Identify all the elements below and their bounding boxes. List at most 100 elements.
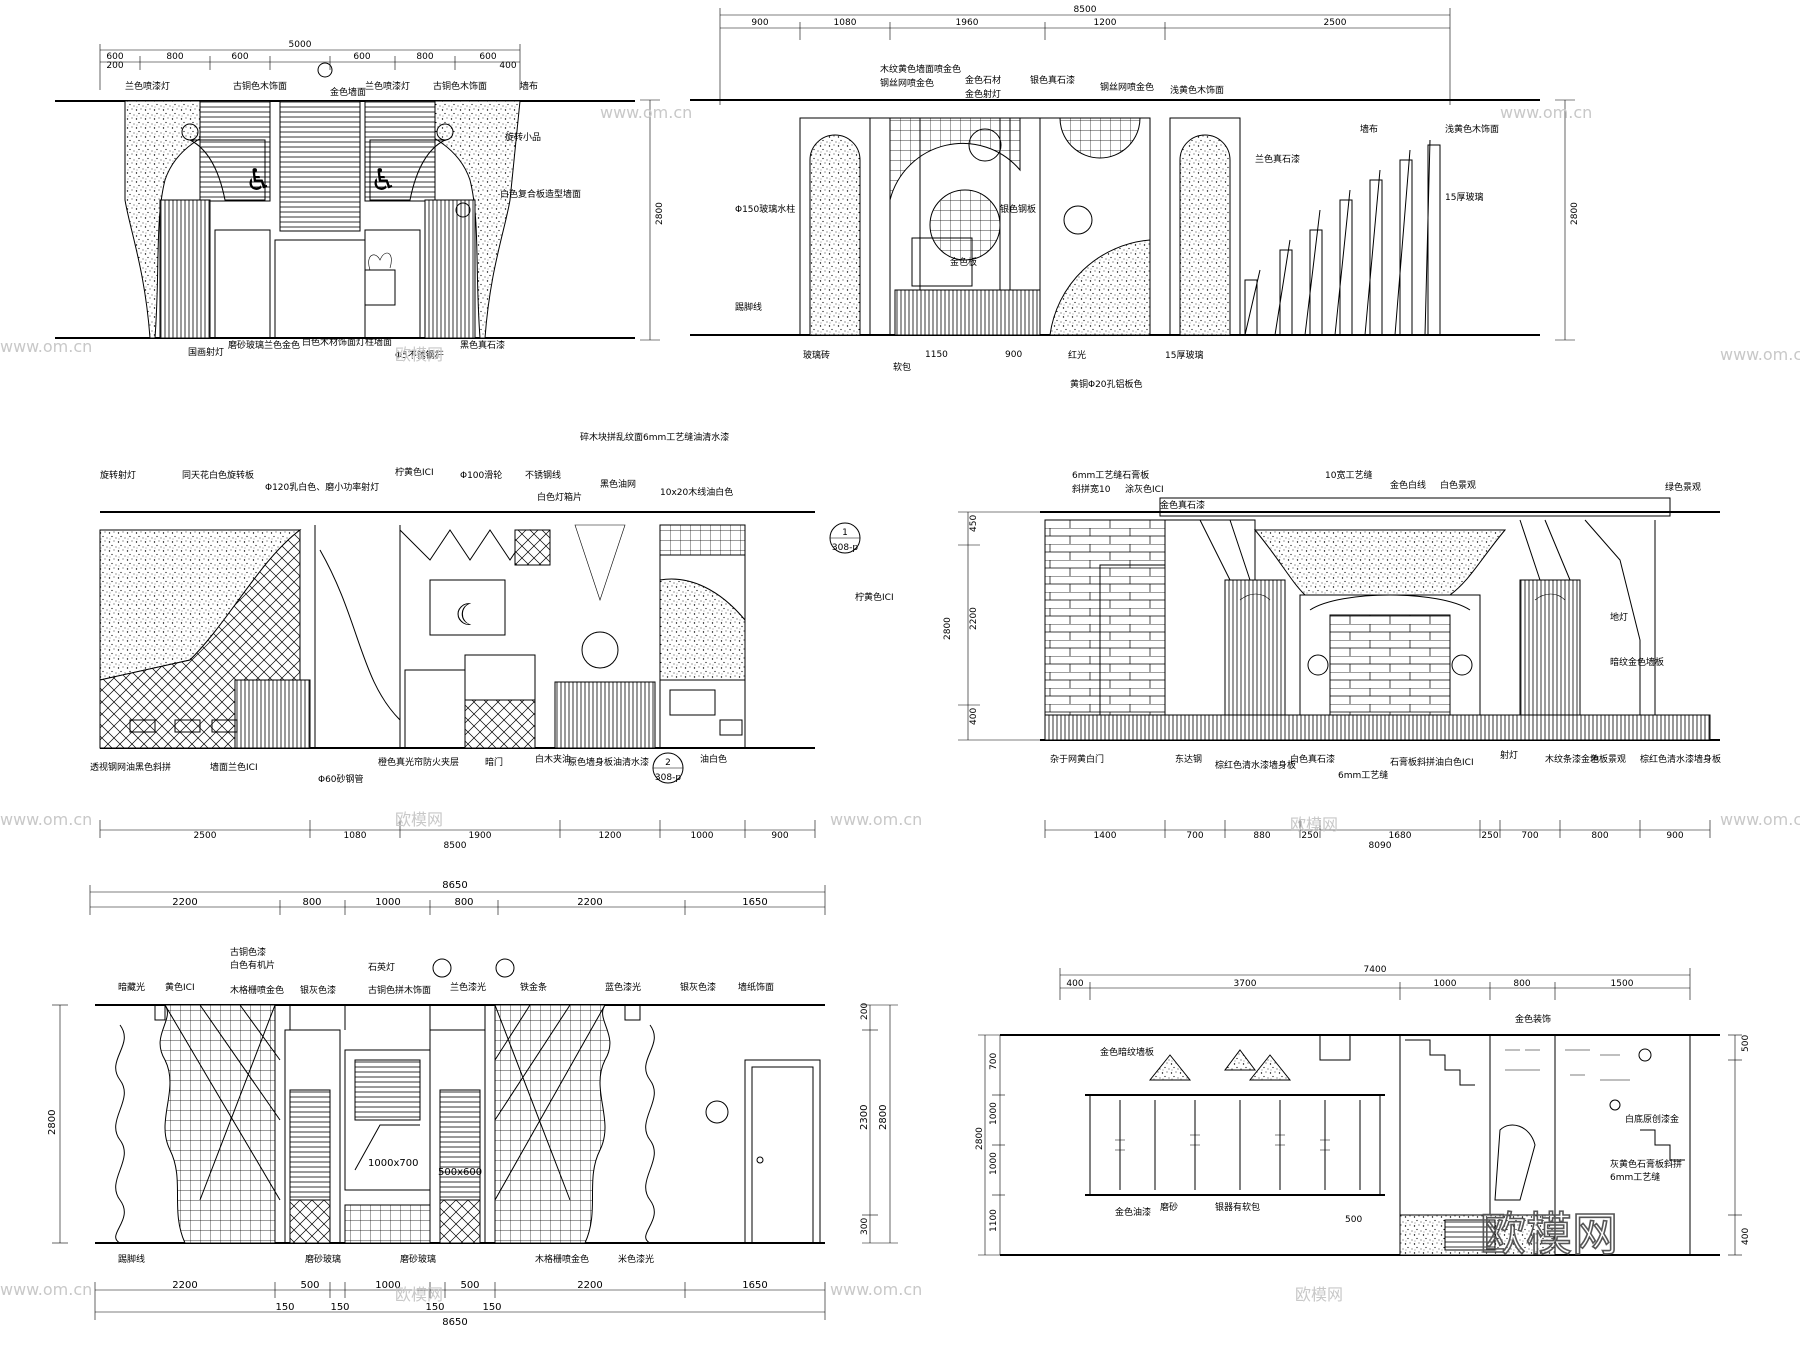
dimension-chain-top: 8650 2200 800 1000 800 2200 1650 — [89, 880, 826, 915]
label: 金色射灯 — [965, 88, 1001, 100]
dimension-chain-top: 5000 600 800 600 600 800 600 400 200 — [99, 40, 521, 90]
label: 地板景观 — [1590, 753, 1626, 765]
dim-seg: 1000 — [989, 1152, 999, 1175]
label: 银色钢板 — [1000, 203, 1036, 215]
dim-seg: 1000 — [691, 831, 714, 841]
label: 兰色真石漆 — [1255, 153, 1300, 165]
label: 磨砂玻璃 — [305, 1253, 341, 1265]
watermark-brand: 欧模网 — [395, 810, 443, 829]
label: 金色装饰 — [1515, 1013, 1551, 1025]
dim-seg: 300 — [860, 1218, 870, 1235]
label: 钢丝网喷金色 — [880, 77, 934, 89]
label: 金色板 — [950, 256, 977, 268]
label: 金色油漆 — [1115, 1206, 1151, 1218]
label: 东达钢 — [1175, 753, 1202, 765]
dim-seg: 800 — [416, 52, 433, 62]
dim-total: 8650 — [442, 880, 467, 891]
label: 白色真石漆 — [1290, 753, 1335, 765]
label: 木格栅喷金色 — [535, 1253, 589, 1265]
elevation-3: ☾ 1 308-p 2 308-p — [90, 431, 894, 851]
watermark-site: www.om.cn — [0, 1280, 92, 1299]
label: 15厚玻璃 — [1165, 349, 1203, 361]
dim-seg: 1000 — [989, 1102, 999, 1125]
callout-ref: 308-p — [655, 773, 681, 783]
dimension-right: 200 2300 300 2800 — [859, 1003, 898, 1244]
label: 橙色真光帘防火夹层 — [378, 756, 459, 768]
dim-total: 5000 — [289, 40, 312, 50]
elevation-2: 8500 900 1080 1960 1200 2500 2800 — [690, 5, 1580, 390]
label: 古铜色木饰面 — [233, 80, 287, 92]
wall-panels: ♿ ♿ — [124, 100, 521, 339]
dim-seg: 150 — [330, 1302, 349, 1313]
label: 透视钢网油黑色斜拼 — [90, 761, 171, 773]
dim-seg: 1680 — [1389, 831, 1412, 841]
watermark-brand-large: 欧模网 — [1480, 1207, 1618, 1261]
label: 白色有机片 — [230, 959, 275, 971]
label: 白底原创漆金 — [1625, 1113, 1679, 1125]
dimension-left: 2800 700 1000 1000 1100 — [975, 1034, 1005, 1256]
dim-seg: 200 — [860, 1003, 870, 1020]
moon-icon: ☾ — [455, 598, 482, 633]
dimension-chain-bottom: 2500 1080 1900 1200 1000 900 8500 — [99, 820, 816, 851]
label: 墙面兰色ICI — [210, 761, 258, 773]
dim-seg: 3700 — [1234, 979, 1257, 989]
callout-num: 1 — [842, 528, 848, 538]
label: 浅黄色木饰面 — [1445, 123, 1499, 135]
dim-small: 500 — [1345, 1215, 1362, 1225]
label: 铁金条 — [520, 981, 547, 993]
watermark-site: www.om.cn — [1720, 345, 1800, 364]
label: 钢丝网喷金色 — [1100, 81, 1154, 93]
dim-total: 8090 — [1369, 841, 1392, 851]
label: 6mm工艺缝石膏板 — [1072, 469, 1149, 481]
dim-seg: 400 — [1741, 1228, 1751, 1245]
dim-seg: 1200 — [1094, 18, 1117, 28]
wall-panels — [1085, 1034, 1691, 1256]
callouts: 1 308-p 2 308-p — [652, 522, 861, 784]
dim-seg: 2300 — [859, 1105, 870, 1130]
dim-seg: 800 — [166, 52, 183, 62]
dim-seg: 500 — [1741, 1035, 1751, 1052]
dim-seg: 400 — [1066, 979, 1083, 989]
label: 银器有软包 — [1215, 1201, 1260, 1213]
dim-seg: 1650 — [742, 897, 767, 908]
label: 银灰色漆 — [300, 984, 336, 996]
watermark-site: www.om.cn — [0, 337, 92, 356]
labels-top: 兰色喷漆灯 古铜色木饰面 金色墙面 兰色喷漆灯 古铜色木饰面 墙布 旋转小品 白… — [125, 80, 581, 200]
dim-height: 2800 — [1570, 202, 1580, 225]
dim-height: 2800 — [975, 1127, 985, 1150]
label: 木格栅喷金色 — [230, 984, 284, 996]
dim-seg: 1900 — [469, 831, 492, 841]
dim-total: 8500 — [1074, 5, 1097, 15]
label: 地灯 — [1610, 611, 1628, 623]
dim-seg: 1000 — [375, 897, 400, 908]
label: 黄铜Φ20孔铝板色 — [1070, 378, 1143, 390]
watermark-site: www.om.cn — [0, 810, 92, 829]
dim-height: 2800 — [47, 1110, 58, 1135]
label: 柠黄色ICI — [855, 591, 894, 603]
label: 银灰色漆 — [680, 981, 716, 993]
dim-seg: 800 — [302, 897, 321, 908]
wall-panels — [799, 117, 1441, 336]
elevation-4: 2800 450 2200 400 6mm工艺缝石膏板 斜拼宽10 涂灰色ICI… — [943, 469, 1721, 851]
center-dim: 1000x700 — [368, 1158, 418, 1169]
watermark-site: www.om.cn — [830, 1280, 922, 1299]
label: 古铜色漆 — [230, 946, 266, 958]
label: 金色暗纹墙板 — [1100, 1046, 1154, 1058]
label: 旋转小品 — [505, 131, 541, 143]
dim-seg: 1100 — [989, 1209, 999, 1232]
dim-seg: 600 — [353, 52, 370, 62]
watermark-brand: 欧模网 — [1290, 815, 1338, 834]
label: 磨砂玻璃兰色金色 — [228, 339, 300, 351]
labels: 6mm工艺缝石膏板 斜拼宽10 涂灰色ICI 金色真石漆 10宽工艺缝 金色白线… — [1050, 469, 1721, 781]
label: Φ60砂钢管 — [318, 773, 364, 785]
label: 玻璃砖 — [803, 349, 830, 361]
dim-seg: 800 — [1513, 979, 1530, 989]
dimension-height: 2800 — [640, 99, 665, 341]
wall-panels: ☾ — [99, 524, 746, 749]
dim-height: 2800 — [878, 1105, 889, 1130]
label: 10x20木线油白色 — [660, 486, 733, 498]
label: 兰色漆光 — [450, 981, 486, 993]
label: 棕红色清水漆墙身板 — [1215, 759, 1296, 771]
label: 软包 — [893, 361, 911, 373]
dimension-chain-top: 7400 400 3700 1000 800 1500 — [1059, 965, 1691, 1000]
